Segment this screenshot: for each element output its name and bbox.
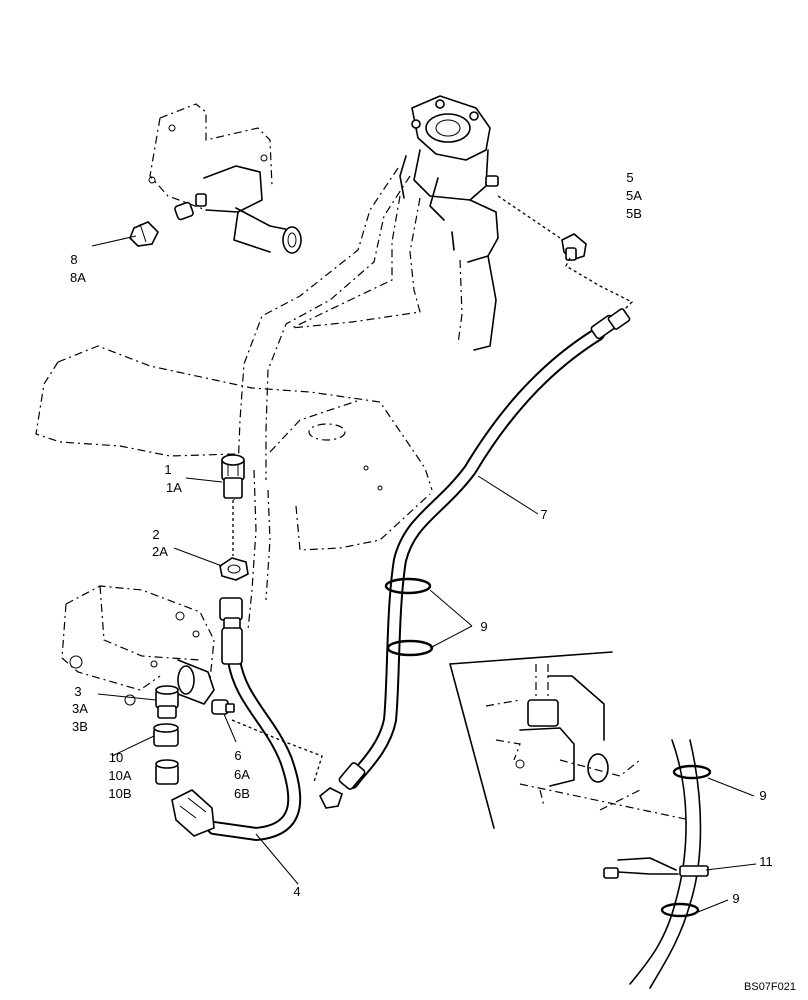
hose-clamp-9-lower [386, 639, 434, 657]
callout-3: 3 3A 3B [72, 684, 88, 734]
callout-3-line-2: 3B [72, 719, 88, 734]
callout-9-detail-upper: 9 [759, 788, 766, 803]
callout-11: 11 [759, 854, 773, 869]
callout-1-line-1: 1A [166, 480, 182, 495]
routing-line-6 [231, 719, 323, 783]
callout-5: 5 5A 5B [626, 170, 642, 221]
callout-6-line-0: 6 [234, 748, 241, 763]
callout-6-line-1: 6A [234, 767, 250, 782]
routing-line-5 [497, 195, 634, 319]
callout-4: 4 [293, 884, 300, 899]
callout-1: 1 1A [164, 462, 182, 495]
callout-4-line-0: 4 [293, 884, 300, 899]
callout-2: 2 2A [152, 527, 168, 559]
callout-10-line-2: 10B [108, 786, 131, 801]
detail-inset [449, 651, 712, 989]
callout-9-main: 9 [480, 619, 487, 634]
control-valve-assembly [61, 585, 215, 706]
callout-9-detail-upper-line-0: 9 [759, 788, 766, 803]
callout-10-line-0: 10 [109, 750, 123, 765]
fitting-8 [129, 221, 159, 247]
callout-9-detail-lower: 9 [732, 891, 739, 906]
drawing-code: BS07F021 [744, 981, 796, 993]
callout-2-line-1: 2A [152, 544, 168, 559]
callout-5-line-2: 5B [626, 206, 642, 221]
callout-3-line-0: 3 [74, 684, 81, 699]
callout-9-main-line-0: 9 [480, 619, 487, 634]
chassis-frame-outline [35, 345, 433, 551]
phantom-hoses-upper [233, 167, 421, 631]
nut-2 [219, 557, 249, 581]
fitting-10 [153, 723, 179, 785]
callout-7: 7 [540, 507, 547, 522]
callout-8-line-0: 8 [70, 252, 77, 267]
upper-valve-assembly [148, 103, 302, 254]
callout-1-line-0: 1 [164, 462, 171, 477]
hose-4 [171, 597, 302, 841]
steering-unit-assembly [399, 95, 499, 351]
callout-5-line-0: 5 [626, 170, 633, 185]
callout-8-line-1: 8A [70, 270, 86, 285]
fitting-6 [211, 699, 235, 715]
hose-clamp-9-upper [384, 577, 432, 595]
callout-5-line-1: 5A [626, 188, 642, 203]
callout-11-line-0: 11 [759, 854, 773, 869]
callout-6: 6 6A 6B [234, 748, 250, 801]
elbow-fitting-5 [561, 233, 587, 261]
callout-6-line-2: 6B [234, 786, 250, 801]
callout-9-detail-lower-line-0: 9 [732, 891, 739, 906]
callout-7-line-0: 7 [540, 507, 547, 522]
callout-8: 8 8A [70, 252, 86, 285]
fitting-3 [155, 685, 179, 719]
callout-2-line-0: 2 [152, 527, 159, 542]
callout-3-line-1: 3A [72, 701, 88, 716]
callout-leaders [91, 235, 757, 913]
hose-7 [318, 308, 631, 809]
callout-10-line-1: 10A [108, 768, 131, 783]
fitting-1 [221, 454, 245, 499]
callout-10: 10 10A 10B [108, 750, 131, 801]
